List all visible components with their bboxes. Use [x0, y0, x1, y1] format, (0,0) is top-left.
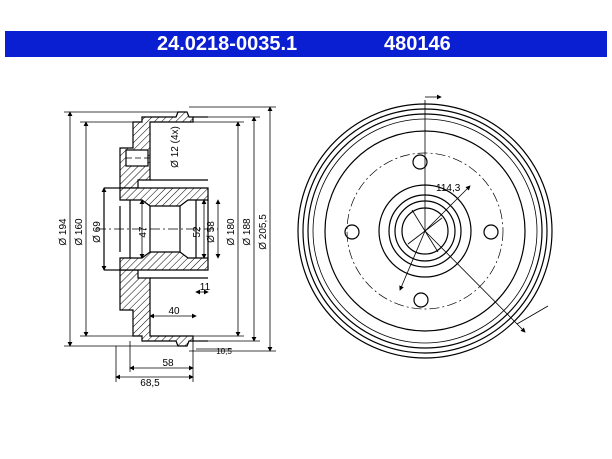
dim-10-5: 10,5: [216, 347, 232, 356]
front-dimension-lines: [399, 94, 549, 333]
bolt-hole-top: [412, 154, 428, 170]
dim-d58: Ø 58: [206, 221, 217, 243]
dim-40: 40: [168, 306, 180, 317]
dim-d180: Ø 180: [226, 218, 237, 246]
upper-drum-section: [119, 111, 194, 189]
dim-11: 11: [200, 282, 211, 293]
bolt-hole-bottom: [413, 292, 429, 308]
bottom-dimension-lines: [115, 289, 232, 382]
lower-drum-section: [119, 269, 194, 347]
dim-bolt-hole: Ø 12 (4x): [170, 126, 181, 168]
dim-d188: Ø 188: [242, 218, 253, 246]
right-dimension-lines: [189, 106, 276, 352]
upper-hub-section: [119, 187, 209, 207]
dim-d69: Ø 69: [92, 221, 103, 243]
dim-d194: Ø 194: [58, 218, 69, 246]
lower-hub-section: [119, 251, 209, 271]
dim-d205: Ø 205,5: [258, 214, 269, 250]
title-bar: 24.0218-0035.1 480146: [5, 31, 607, 57]
dim-d160: Ø 160: [74, 218, 85, 246]
dim-47: 47: [138, 226, 149, 238]
dim-68-5: 68,5: [140, 378, 160, 389]
left-dimension-lines: [64, 111, 178, 347]
reference-number: 480146: [384, 33, 451, 55]
bolt-hole-left: [344, 224, 360, 240]
dim-58-width: 58: [162, 358, 174, 369]
bolt-hole-right: [483, 224, 499, 240]
dim-pcd: 114,3: [436, 183, 461, 194]
part-number: 24.0218-0035.1: [157, 33, 298, 55]
dim-52: 52: [192, 226, 203, 238]
